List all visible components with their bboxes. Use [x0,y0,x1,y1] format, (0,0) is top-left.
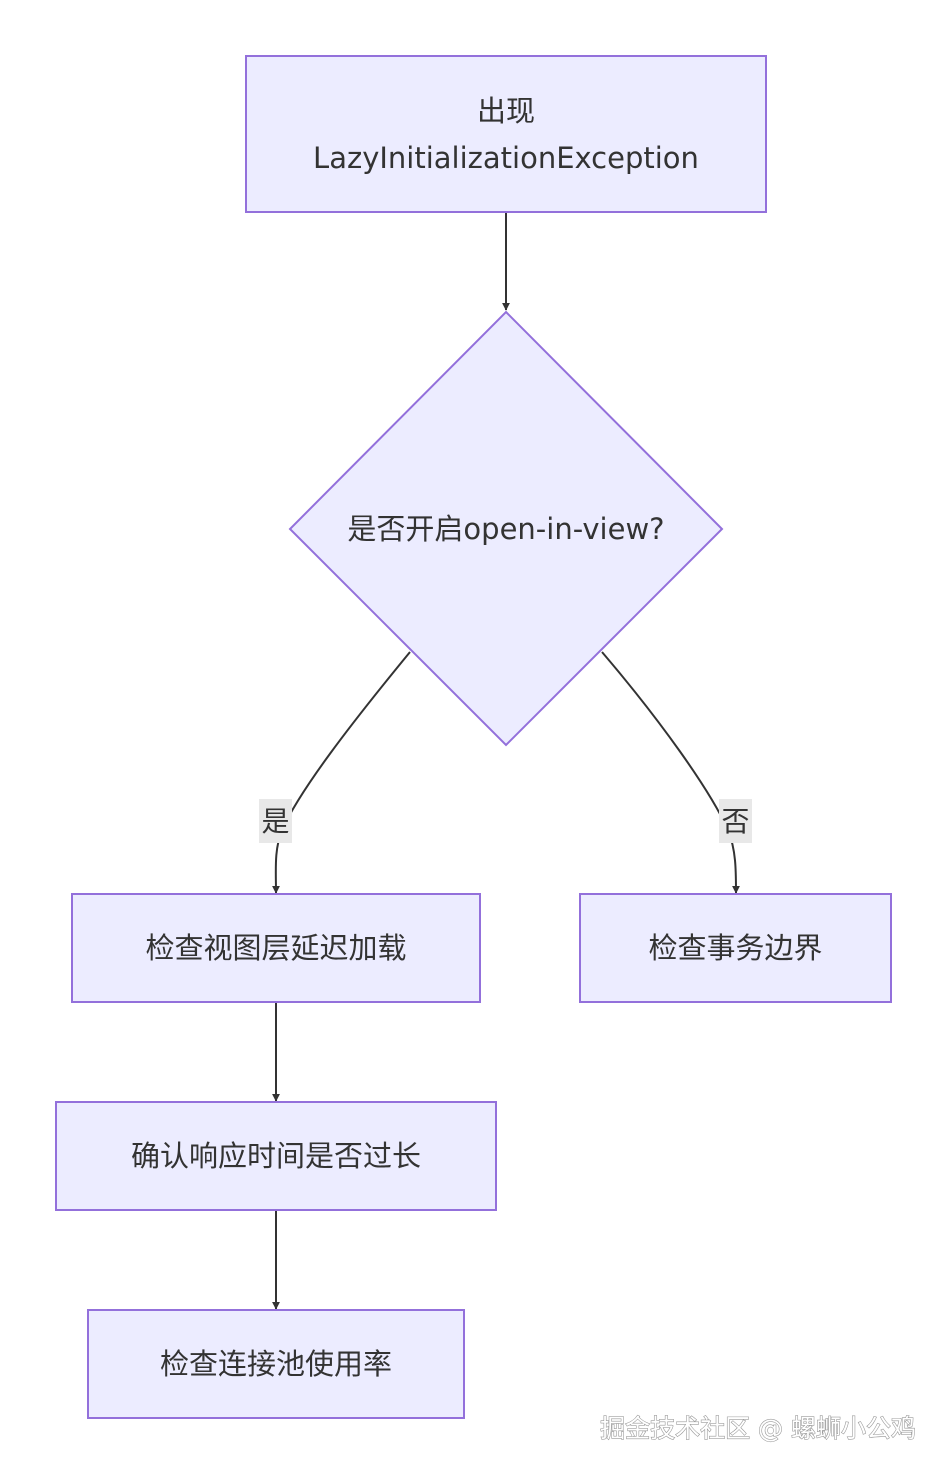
edge-label-no-text: 否 [721,805,749,838]
node-decision-label: 是否开启open-in-view? [347,512,664,546]
edge-decision-yes [271,651,411,894]
watermark: 掘金技术社区 @ 螺蛳小公鸡 [600,1414,916,1443]
edge-label-yes-text: 是 [261,805,289,838]
node-start-line2: LazyInitializationException [313,141,699,175]
node-check-response-time-label: 确认响应时间是否过长 [131,1139,421,1173]
edge-label-no: 否 [719,799,752,843]
node-start: 出现 LazyInitializationException [245,55,767,213]
node-check-tx-boundary-label: 检查事务边界 [648,931,822,965]
node-check-tx-boundary: 检查事务边界 [579,893,892,1003]
node-check-response-time: 确认响应时间是否过长 [55,1101,497,1211]
node-start-line1: 出现 [477,94,535,128]
node-check-view-lazy: 检查视图层延迟加载 [71,893,481,1003]
node-check-pool-usage-label: 检查连接池使用率 [160,1347,392,1381]
node-check-pool-usage: 检查连接池使用率 [87,1309,465,1419]
node-decision: 是否开启open-in-view? [288,310,724,747]
edge-label-yes: 是 [259,799,292,843]
node-check-view-lazy-label: 检查视图层延迟加载 [145,931,406,965]
edge-decision-no [601,651,740,894]
